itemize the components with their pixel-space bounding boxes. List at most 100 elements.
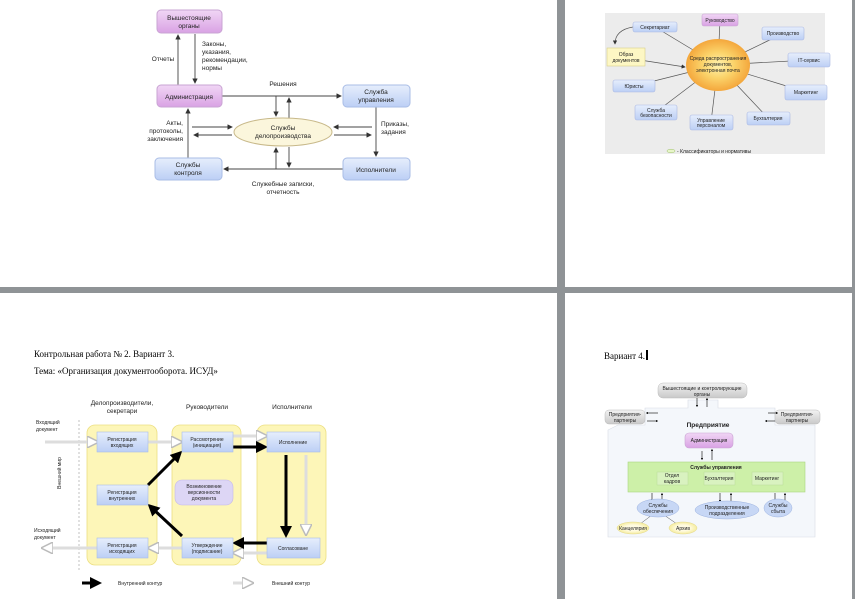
label-diagram3-incoming-1: документ	[36, 427, 58, 433]
label-diagram4-hr-0: Отдел	[665, 473, 680, 479]
diagram-ellipse	[694, 500, 760, 520]
diagram-g: Делопроизводители,секретари Руководители…	[91, 400, 312, 415]
label-diagram4-support-1: обеспечения	[643, 509, 673, 515]
diagram-g	[175, 34, 379, 172]
label-diagram4-partners_right-1: партнеры	[786, 418, 809, 424]
label-diagram2-center-1: документов,	[704, 62, 732, 68]
label-diagram4-partners_right-0: Предприятия-	[781, 412, 814, 418]
diagram-rect	[703, 471, 736, 486]
diagram-rect	[156, 84, 223, 108]
page3-heading: Контрольная работа № 2. Вариант 3.	[34, 349, 175, 359]
diagram-document-environment: Среда распространениядокументов,электрон…	[605, 13, 831, 155]
diagram-ellipse	[233, 117, 333, 147]
label-diagram2-hr-0: Управление	[697, 118, 725, 124]
node-production: Производство	[767, 31, 800, 37]
label-diagram1-laws-2: рекомендации,	[202, 57, 248, 64]
text-cursor	[646, 350, 649, 360]
label-diagram3-outer_world: Внешний мир	[56, 457, 63, 489]
diagram-rect	[684, 432, 734, 449]
label-diagram4-hr-1: кадров	[664, 479, 681, 485]
label-diagram1-control-1: контроля	[174, 170, 202, 177]
label-diagram1-orders-0: Приказы,	[381, 121, 409, 128]
diagram-rect	[96, 431, 149, 453]
label-diagram4-marketing: Маркетинг	[755, 476, 779, 482]
label-diagram1-admin: Администрация	[165, 94, 213, 101]
label-diagram2-hr-1: персоналом	[697, 123, 726, 129]
label-diagram3-approval-0: Утверждение	[191, 543, 222, 549]
diagram-line	[639, 59, 686, 69]
diagram-rect	[701, 13, 739, 27]
label-diagram1-center-0: Службы	[271, 124, 296, 132]
label-diagram1-management-0: Служба	[364, 88, 388, 96]
label-diagram1-acts-0: Акты,	[166, 120, 183, 127]
diagram-rect	[774, 409, 821, 425]
label-diagram3-review-1: (инициация)	[193, 443, 222, 449]
label-diagram1-acts-2: заключения	[147, 136, 183, 143]
node-secretariat: Секретариат	[640, 25, 670, 31]
diagram-rect	[266, 431, 321, 453]
label-diagram4-upper-0: Вышестоящие и контролирующие	[662, 386, 741, 392]
diagram-rect	[604, 409, 646, 425]
label-diagram1-acts-1: протоколы,	[149, 128, 183, 135]
diagram-rect	[156, 9, 223, 34]
label-diagram4-sales-1: сбыта	[771, 509, 785, 515]
label-diagram4-admin: Администрация	[691, 438, 728, 444]
label-diagram1-executors: Исполнители	[356, 167, 396, 174]
diagram-rect	[266, 537, 321, 559]
label-diagram2-security-0: Служба	[647, 108, 665, 114]
page4-heading-text: Вариант 4.	[604, 351, 646, 361]
diagram-ellipse	[763, 498, 793, 518]
diagram-rect	[342, 84, 411, 108]
label-diagram3-reg_internal-0: Регистрация	[107, 490, 137, 496]
diagram-g	[616, 521, 698, 535]
label-diagram4-sales-0: Службы	[769, 503, 788, 509]
label-diagram3-legend_inner: Внутренний контур	[118, 580, 163, 587]
label-diagram4-office: Канцелярия	[619, 526, 647, 532]
diagram-rect	[96, 484, 149, 506]
diagram-rect	[751, 471, 784, 486]
diagram-rect	[154, 157, 223, 181]
diagram-g	[96, 431, 321, 559]
diagram-ellipse	[636, 498, 680, 518]
label-diagram4-partners_left-1: партнеры	[614, 418, 637, 424]
diagram-rect	[656, 471, 689, 486]
label-diagram3-versioning-0: Возникновение	[186, 484, 222, 490]
label-diagram4-accounting: Бухгалтерия	[705, 476, 734, 482]
label-diagram3-reg_in-0: Регистрация	[107, 437, 137, 443]
legend-text: - Классификаторы и нормативы	[677, 149, 751, 155]
diagram-ellipse	[686, 39, 750, 91]
diagram-line	[147, 503, 184, 538]
page-gap-vertical	[557, 0, 565, 599]
label-diagram3-reg_out-1: исходящих	[109, 549, 135, 555]
label-diagram4-enterprise: Предприятие	[687, 422, 730, 429]
label-diagram2-center-2: электронная почта	[696, 68, 740, 74]
node-it-service: IT-сервис	[798, 58, 820, 64]
diagram-path	[612, 26, 634, 45]
diagram-ellipse	[668, 521, 698, 535]
label-diagram1-control-0: Службы	[176, 161, 201, 169]
node-leadership: Руководство	[705, 18, 734, 24]
node-accounting: Бухгалтерия	[754, 116, 783, 122]
label-diagram3-outgoing-1: документ	[34, 535, 56, 541]
label-diagram3-review-0: Рассмотрение	[190, 437, 223, 443]
diagram-g	[612, 21, 831, 131]
diagram-rect	[174, 479, 234, 506]
label-memos: Служебные записки,отчетность	[252, 180, 315, 196]
diagram-rect	[612, 79, 656, 93]
label-acts: Акты,протоколы,заключения	[147, 120, 183, 143]
diagram-g	[45, 436, 306, 553]
page4-heading[interactable]: Вариант 4.	[604, 350, 649, 361]
diagram-workflow: Делопроизводители,секретари Руководители…	[34, 400, 327, 589]
label-reports: Отчеты	[152, 56, 175, 63]
diagram-g	[146, 441, 292, 549]
page-gap-horizontal	[0, 287, 855, 293]
label-diagram3-approval-1: (подписание)	[192, 549, 223, 555]
label-diagram1-upper-1: органы	[178, 23, 200, 30]
label-diagram4-support-0: Службы	[649, 503, 668, 509]
label-diagram2-doc_image-1: документов	[612, 58, 639, 64]
label-diagram3-versioning-2: документа	[192, 496, 217, 502]
label-diagram3-legend_outer: Внешний контур	[272, 580, 310, 587]
